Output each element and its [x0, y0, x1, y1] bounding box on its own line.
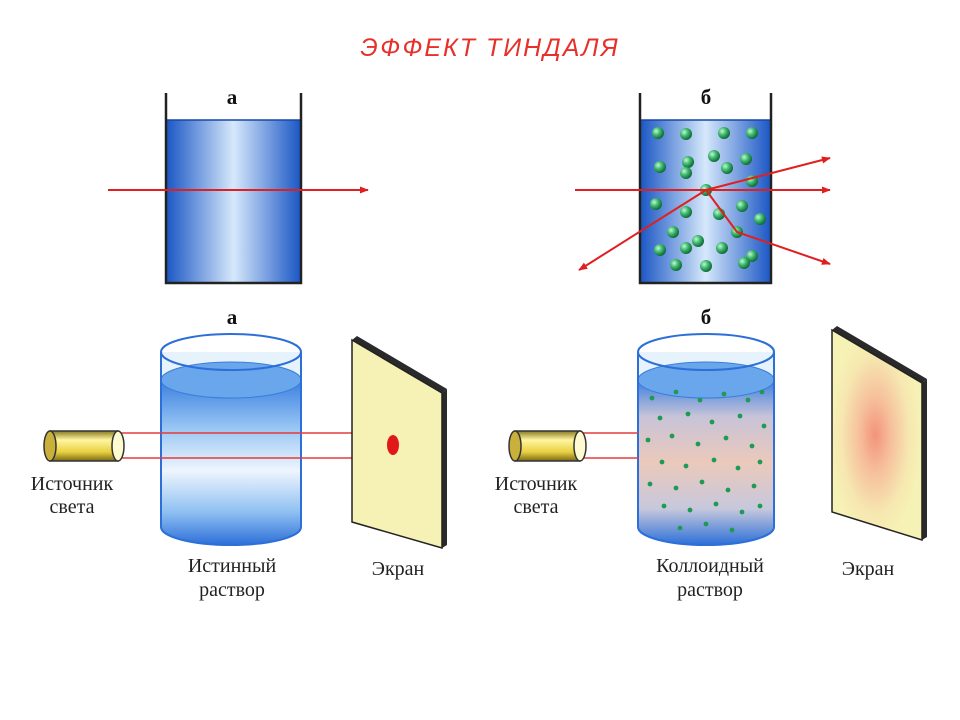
particle — [650, 198, 662, 210]
particle — [680, 167, 692, 179]
beaker-liquid — [166, 120, 301, 282]
colloid-beaker: б — [575, 85, 831, 285]
diagram-title: ЭФФЕКТ ТИНДАЛЯ — [360, 34, 619, 62]
colloid-particle — [757, 503, 763, 509]
particle — [738, 257, 750, 269]
colloid-particle — [659, 459, 665, 465]
colloid-particle — [647, 481, 653, 487]
particle — [746, 250, 758, 262]
particle — [682, 156, 694, 168]
particle — [692, 235, 704, 247]
particle — [654, 244, 666, 256]
diffuse-glow — [831, 328, 923, 542]
colloid-particle — [729, 527, 735, 533]
colloid-particle — [725, 487, 731, 493]
colloid-particle — [739, 509, 745, 515]
particle — [721, 162, 733, 174]
colloid-particle — [661, 503, 667, 509]
colloid-particle — [745, 397, 751, 403]
particle — [667, 226, 679, 238]
colloid-particle — [683, 463, 689, 469]
scattered-beam-arrow — [705, 156, 831, 191]
colloid-particle — [711, 457, 717, 463]
colloid-particles — [645, 389, 767, 533]
solution-label-line2: раствор — [199, 579, 265, 601]
colloid-particle — [709, 419, 715, 425]
colloid-particle — [697, 397, 703, 403]
colloid-particle — [759, 389, 765, 395]
source-label-line1: Источник — [31, 473, 114, 495]
true-solution-beaker: а — [108, 85, 369, 285]
particle — [746, 127, 758, 139]
colloid-particle — [749, 443, 755, 449]
panel-letter-a-top: а — [227, 85, 238, 109]
solution-liquid — [161, 380, 301, 545]
particle — [716, 242, 728, 254]
colloid-particle — [645, 437, 651, 443]
true-solution-setup: а Источник света Истинный раствор — [31, 305, 447, 601]
colloid-particle — [695, 441, 701, 447]
screen — [351, 336, 447, 549]
colloid-particle — [673, 389, 679, 395]
panel-letter-a-bottom: а — [227, 305, 238, 329]
scattered-beam-arrow — [578, 189, 707, 271]
source-label-line1: Источник — [495, 473, 578, 495]
particle — [680, 242, 692, 254]
colloid-particle — [757, 459, 763, 465]
particle — [680, 206, 692, 218]
particle — [700, 260, 712, 272]
colloid-particle — [713, 501, 719, 507]
source-label-line2: света — [50, 496, 95, 518]
colloid-particle — [649, 395, 655, 401]
particle — [736, 200, 748, 212]
solution-label-line2: раствор — [677, 579, 743, 601]
panel-letter-b-top: б — [701, 85, 712, 109]
colloid-particle — [657, 415, 663, 421]
particle — [718, 127, 730, 139]
particle — [708, 150, 720, 162]
colloid-liquid — [638, 380, 774, 545]
colloid-particle — [685, 411, 691, 417]
screen-label: Экран — [842, 558, 895, 580]
panel-letter-b-bottom: б — [701, 305, 712, 329]
colloid-particle — [703, 521, 709, 527]
beaker-wall — [638, 93, 773, 285]
particle — [740, 153, 752, 165]
colloid-particle — [735, 465, 741, 471]
colloid-setup: б Источник света Коллоидный раствор Экра… — [495, 305, 927, 601]
screen-label: Экран — [372, 558, 425, 580]
light-source — [508, 430, 587, 462]
solution-label-line1: Коллоидный — [656, 555, 764, 577]
particle — [754, 213, 766, 225]
screen — [831, 326, 927, 542]
colloid-particle — [737, 413, 743, 419]
colloid-particle — [669, 433, 675, 439]
particle — [654, 161, 666, 173]
scattered-beam-arrow — [705, 189, 831, 265]
particle — [670, 259, 682, 271]
colloid-particle — [751, 483, 757, 489]
beaker-wall — [164, 93, 303, 285]
light-source — [43, 430, 125, 462]
colloid-particle — [723, 435, 729, 441]
colloid-particle — [687, 507, 693, 513]
colloid-particle — [721, 391, 727, 397]
source-label-line2: света — [514, 496, 559, 518]
glass-cylinder — [637, 333, 775, 546]
particle — [680, 128, 692, 140]
glass-cylinder — [160, 333, 302, 546]
light-spot — [387, 435, 399, 455]
colloid-particle — [699, 479, 705, 485]
particle — [652, 127, 664, 139]
colloid-particle — [673, 485, 679, 491]
colloid-particle — [761, 423, 767, 429]
colloid-particle — [677, 525, 683, 531]
solution-label-line1: Истинный — [188, 555, 277, 577]
